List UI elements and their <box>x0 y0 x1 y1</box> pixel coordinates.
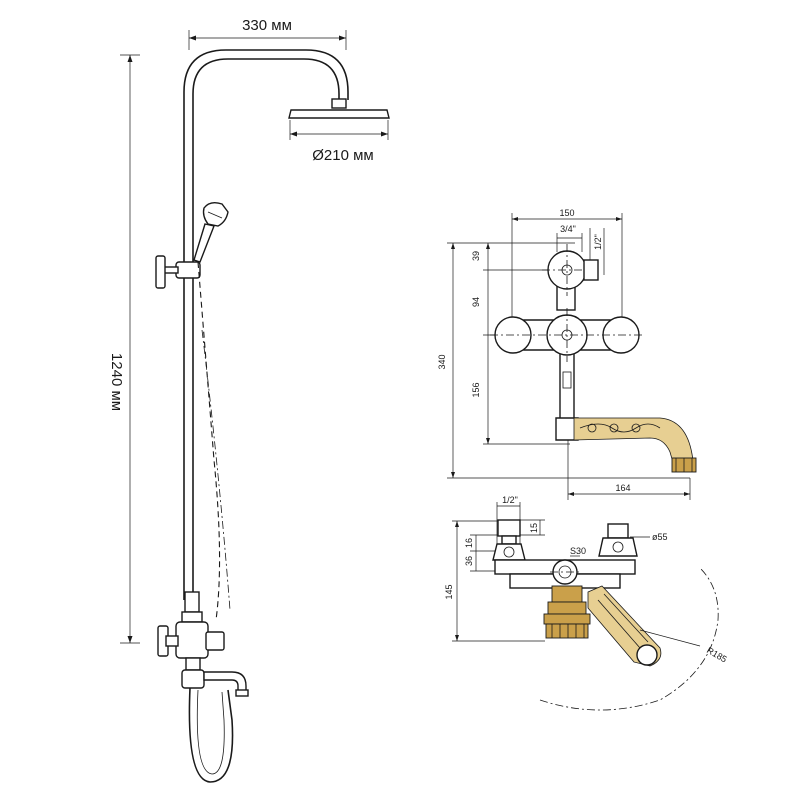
front-dim-156: 156 <box>471 382 481 397</box>
riser-pipe <box>183 49 349 600</box>
top-width-label: 330 мм <box>242 17 292 34</box>
front-dim-150: 150 <box>559 208 574 218</box>
front-dim-94: 94 <box>471 297 481 307</box>
front-dim-12: 1/2" <box>593 234 603 250</box>
total-height-label: 1240 мм <box>108 353 125 411</box>
head-diameter-dimension: Ø210 мм <box>289 120 389 164</box>
tub-spout <box>203 671 247 693</box>
hand-shower <box>193 201 229 263</box>
total-height-dimension: 1240 мм <box>108 54 140 644</box>
top-dim-r185: R185 <box>705 645 729 664</box>
front-dim-340: 340 <box>437 354 447 369</box>
diverter-section <box>157 591 225 689</box>
mixer-top-view: 1/2" 15 16 36 145 S30 ø55 <box>444 495 729 711</box>
top-dim-55: ø55 <box>652 532 668 542</box>
top-dim-12: 1/2" <box>502 495 518 505</box>
top-dim-16: 16 <box>464 538 474 548</box>
front-dim-34: 3/4" <box>560 224 576 234</box>
head-diameter-label: Ø210 мм <box>312 147 374 164</box>
mixer-front-view: 150 3/4" 1/2" 39 94 156 340 164 <box>437 208 697 500</box>
shower-system-elevation: 330 мм 1240 мм Ø210 мм <box>108 17 390 783</box>
swing-arc <box>539 567 719 711</box>
overhead-shower-head <box>288 98 390 119</box>
slide-holder <box>155 255 201 289</box>
front-dim-164: 164 <box>615 483 630 493</box>
top-dim-15: 15 <box>529 523 539 533</box>
top-dim-145: 145 <box>444 584 454 599</box>
shower-hose <box>197 261 221 621</box>
top-dim-36: 36 <box>464 556 474 566</box>
top-width-dimension: 330 мм <box>188 17 347 50</box>
front-dim-39: 39 <box>471 251 481 261</box>
top-dim-s30: S30 <box>570 546 586 556</box>
lower-hose <box>188 687 234 783</box>
